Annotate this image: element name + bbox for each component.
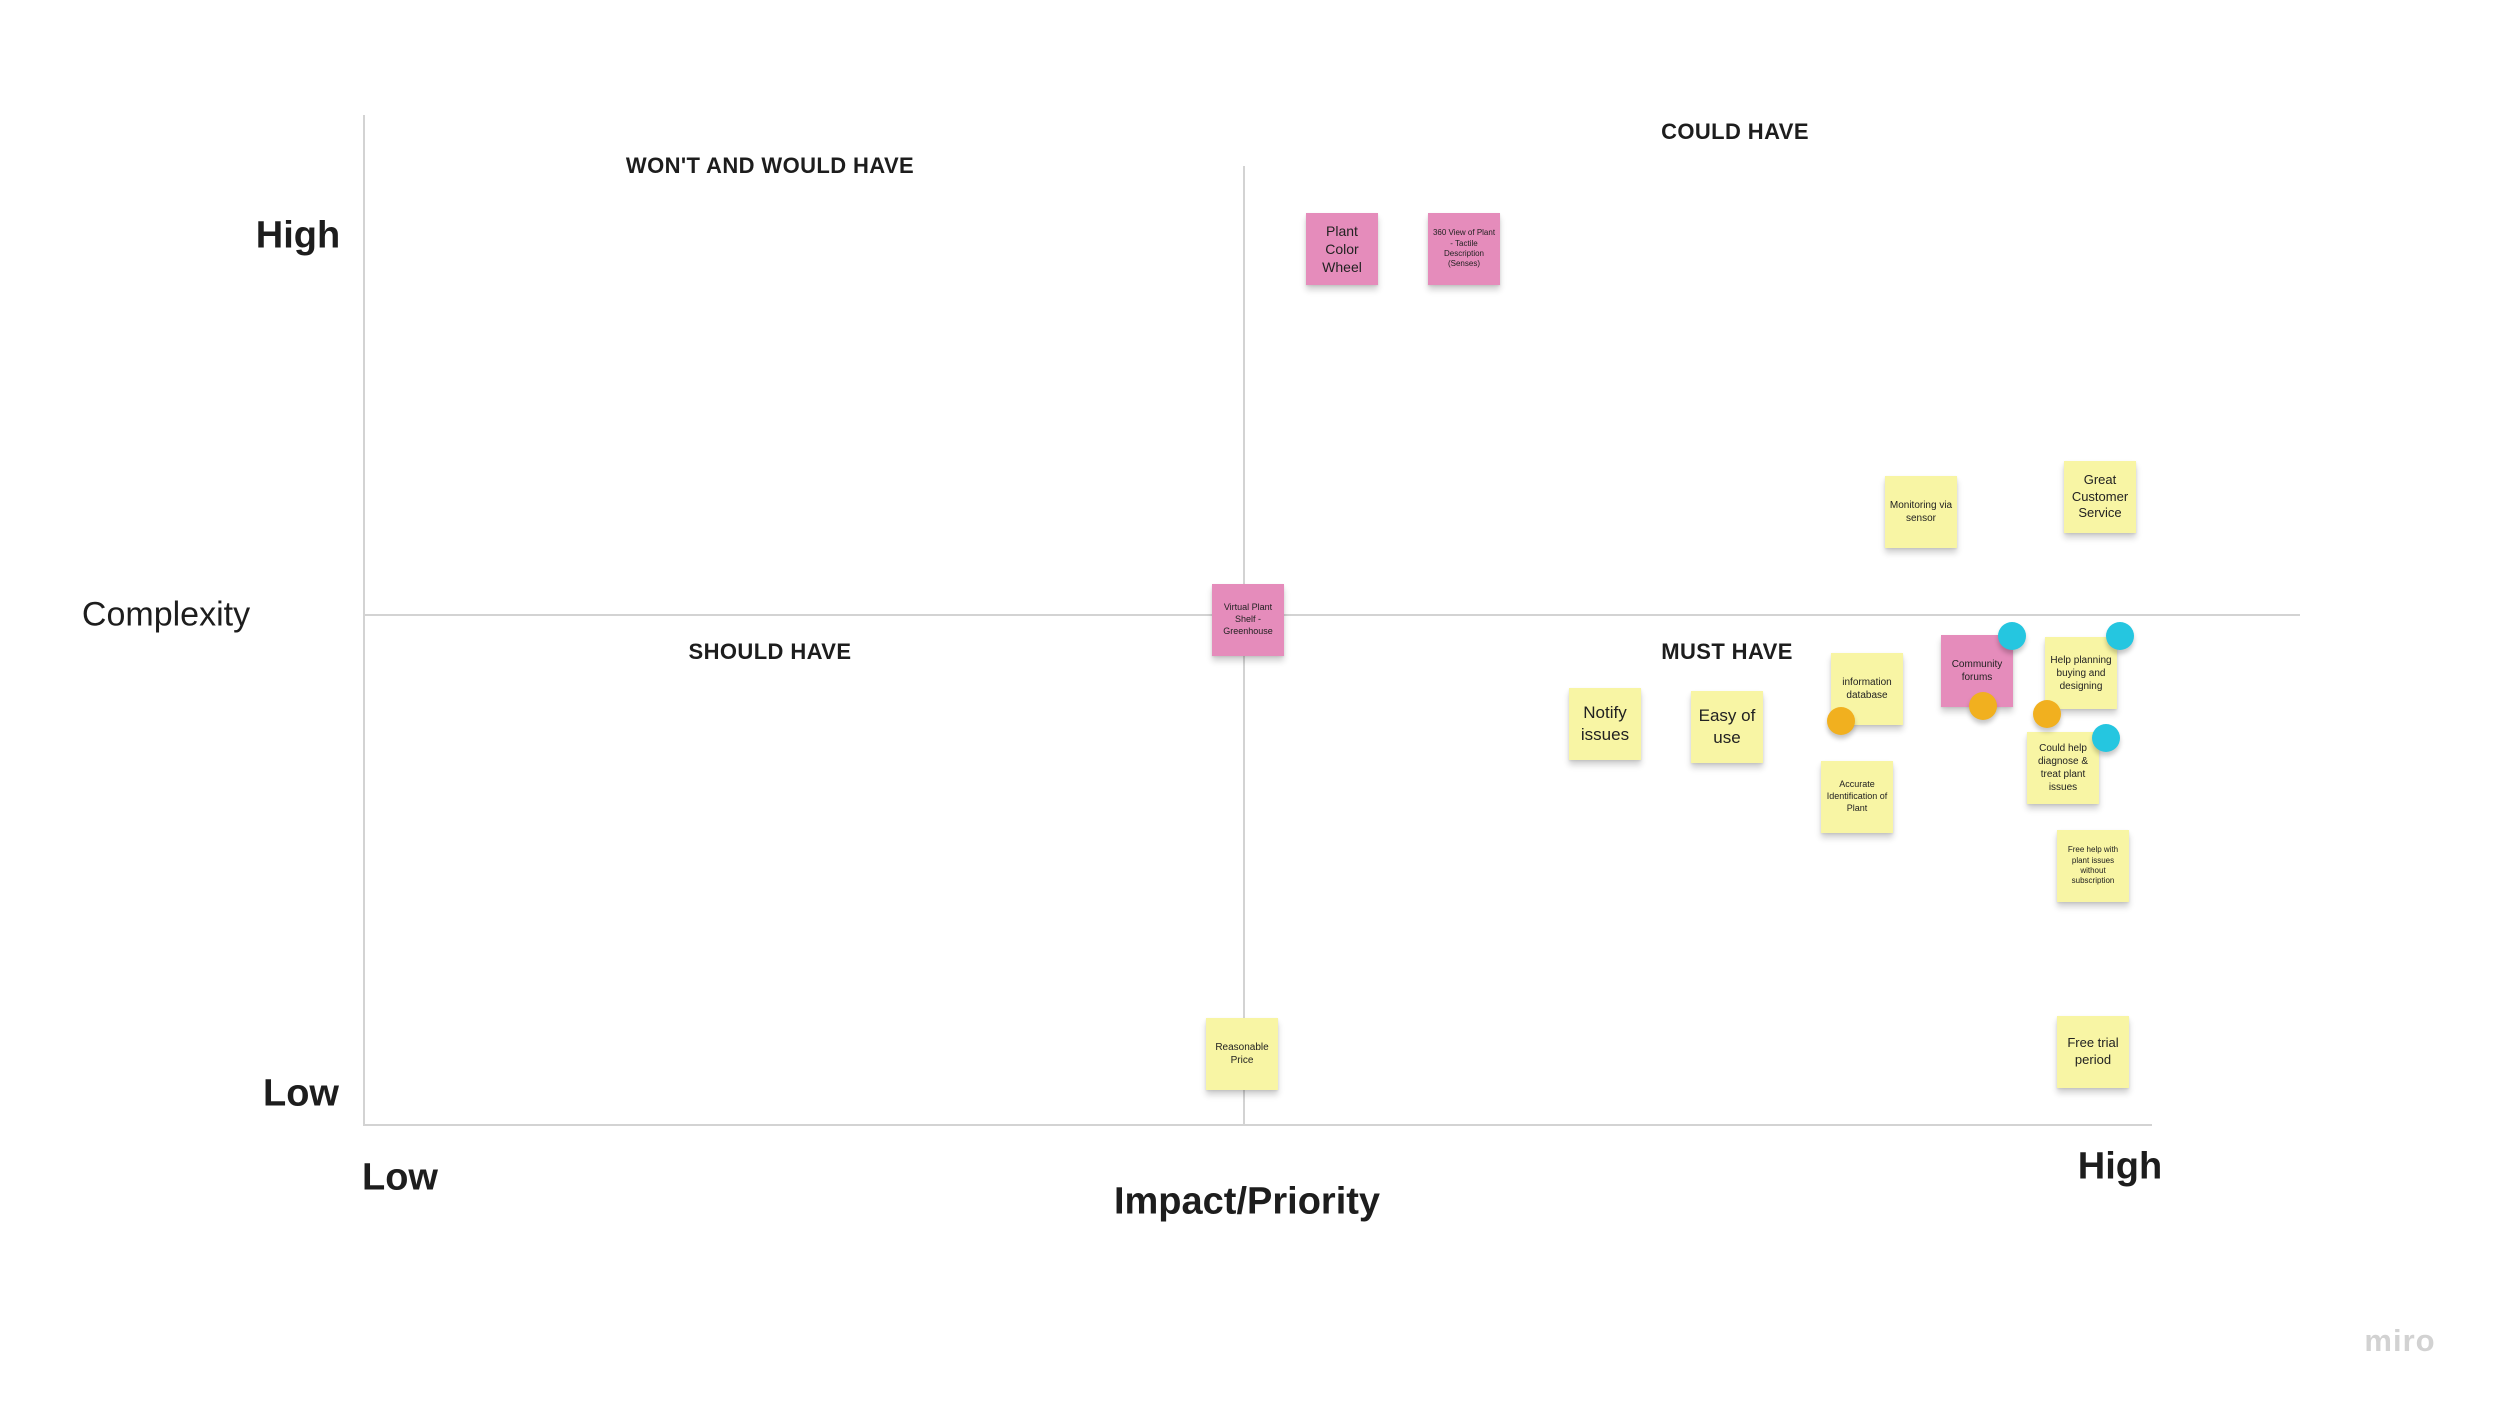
- sticky-note-text: Notify issues: [1580, 702, 1630, 744]
- sticky-note-text: Free help with plant issues without subs…: [2067, 845, 2119, 886]
- sticky-note[interactable]: Free help with plant issues without subs…: [2057, 830, 2129, 902]
- sticky-note-text: Free trial period: [2067, 1035, 2119, 1067]
- y-axis-line: [363, 115, 365, 1124]
- sticky-note[interactable]: Plant Color Wheel: [1306, 213, 1378, 285]
- quadrant-label-could-have[interactable]: COULD HAVE: [1661, 119, 1809, 144]
- quadrant-label-wont-and-would-have[interactable]: WON'T AND WOULD HAVE: [625, 153, 915, 178]
- sticky-note[interactable]: Reasonable Price: [1206, 1018, 1278, 1090]
- y-axis-low-label[interactable]: Low: [263, 1072, 339, 1115]
- sticky-note-text: Virtual Plant Shelf - Greenhouse: [1223, 602, 1273, 636]
- orange-vote-dot[interactable]: [2033, 700, 2061, 728]
- sticky-note[interactable]: Could help diagnose & treat plant issues: [2027, 732, 2099, 804]
- miro-watermark: miro: [2364, 1323, 2436, 1358]
- quadrant-label-should-have[interactable]: SHOULD HAVE: [688, 639, 852, 664]
- sticky-note-text: Accurate Identification of Plant: [1826, 779, 1888, 813]
- sticky-note-text: Easy of use: [1698, 705, 1756, 747]
- sticky-note[interactable]: Help planning buying and designing: [2045, 637, 2117, 709]
- y-axis-high-label[interactable]: High: [255, 214, 341, 257]
- cyan-vote-dot[interactable]: [1998, 622, 2026, 650]
- sticky-note-text: Monitoring via sensor: [1889, 500, 1953, 524]
- sticky-note-text: 360 View of Plant - Tactile Description …: [1432, 228, 1496, 269]
- x-axis-high-label[interactable]: High: [2077, 1145, 2163, 1188]
- orange-vote-dot[interactable]: [1827, 707, 1855, 735]
- y-axis-title[interactable]: Complexity: [81, 595, 251, 634]
- sticky-note-text: Could help diagnose & treat plant issues: [2037, 743, 2089, 793]
- sticky-note-text: Great Customer Service: [2071, 471, 2129, 521]
- orange-vote-dot[interactable]: [1969, 692, 1997, 720]
- sticky-note[interactable]: Free trial period: [2057, 1016, 2129, 1088]
- x-axis-low-label[interactable]: Low: [362, 1156, 438, 1199]
- sticky-note[interactable]: Virtual Plant Shelf - Greenhouse: [1212, 584, 1284, 656]
- sticky-note-text: Community forums: [1951, 659, 2003, 683]
- cyan-vote-dot[interactable]: [2106, 622, 2134, 650]
- x-axis-line: [363, 1124, 2152, 1126]
- sticky-note[interactable]: 360 View of Plant - Tactile Description …: [1428, 213, 1500, 285]
- sticky-note[interactable]: Easy of use: [1691, 691, 1763, 763]
- center-horizontal-line: [363, 614, 2300, 616]
- sticky-note[interactable]: Accurate Identification of Plant: [1821, 761, 1893, 833]
- cyan-vote-dot[interactable]: [2092, 724, 2120, 752]
- sticky-note[interactable]: Notify issues: [1569, 688, 1641, 760]
- sticky-note-text: Help planning buying and designing: [2050, 654, 2112, 692]
- sticky-note[interactable]: Great Customer Service: [2064, 461, 2136, 533]
- x-axis-title[interactable]: Impact/Priority: [1113, 1180, 1381, 1223]
- sticky-note-text: information database: [1842, 677, 1892, 701]
- sticky-note-text: Plant Color Wheel: [1322, 222, 1362, 276]
- quadrant-label-must-have[interactable]: MUST HAVE: [1661, 639, 1793, 664]
- sticky-note[interactable]: Monitoring via sensor: [1885, 476, 1957, 548]
- sticky-note-text: Reasonable Price: [1215, 1042, 1269, 1066]
